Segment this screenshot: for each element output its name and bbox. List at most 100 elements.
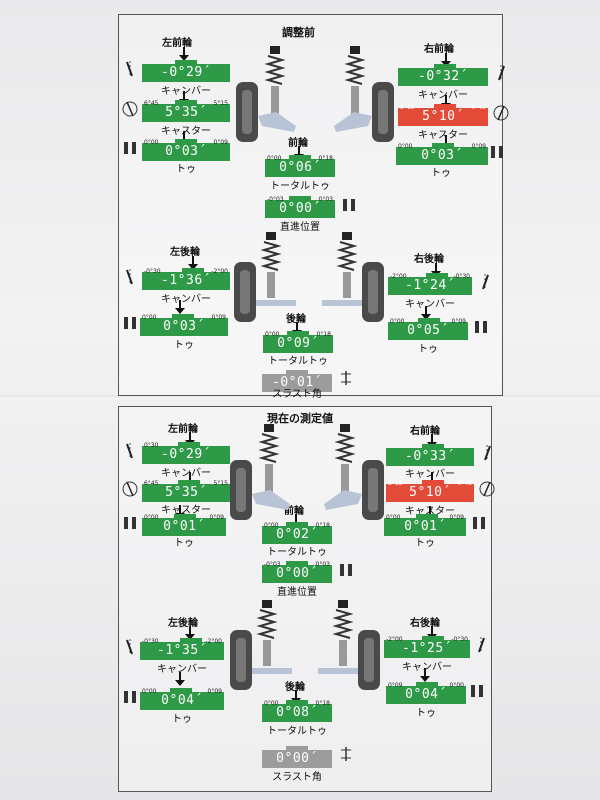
straight-min: -0°03: [264, 561, 281, 568]
front-total-min: 0°00: [264, 522, 279, 529]
toe-icon: [473, 517, 485, 529]
thrust-angle-caption: スラスト角: [272, 772, 322, 783]
front-right-caster-value: 5°10´: [409, 485, 451, 500]
rear-left-toe-value: 0°03´: [163, 319, 205, 334]
toe-icon: [124, 142, 136, 154]
thrust-angle-value: 0°00´: [276, 751, 318, 766]
rear-left-camber-min: -0°30: [144, 268, 161, 275]
front-left-caster-gauge: 6°45 5°15 5°35´: [142, 100, 230, 122]
rear-left-wheel-label: 左後輪: [170, 247, 200, 258]
front-left-wheel-label: 左前輪: [168, 424, 198, 435]
rear-left-toe-value: 0°04´: [161, 693, 203, 708]
straight-position-caption: 直進位置: [277, 587, 317, 598]
front-left-suspension-icon: [230, 424, 290, 520]
front-right-toe-value: 0°01´: [404, 519, 446, 534]
front-right-caster-gauge: 5°15 6°45 5°10´: [386, 480, 474, 502]
rear-right-camber-max: -0°30: [453, 273, 470, 280]
rear-right-camber-min: -2°00: [390, 273, 407, 280]
front-left-toe-gauge: 0°00 0°09 0°03´: [142, 139, 230, 161]
thrust-angle-gauge: -0°01´: [262, 370, 332, 392]
front-total-max: 0°18: [318, 155, 333, 162]
rear-right-toe-caption: トゥ: [418, 344, 438, 355]
front-right-toe-gauge: 0°00 0°09 0°01´: [384, 514, 466, 536]
front-left-toe-caption: トゥ: [174, 538, 194, 549]
caster-icon: [122, 481, 138, 497]
front-right-wheel-label: 右前輪: [424, 44, 454, 55]
rear-left-toe-caption: トゥ: [172, 714, 192, 725]
rear-right-suspension-icon: [322, 232, 384, 322]
rear-left-camber-caption: キャンバー: [161, 294, 211, 305]
front-total-toe-caption: トータルトゥ: [267, 547, 327, 558]
camber-icon: [126, 269, 133, 285]
rear-left-toe-gauge: 0°00 0°09 0°03´: [140, 314, 228, 336]
front-total-toe-caption: トータルトゥ: [270, 181, 330, 192]
front-left-wheel-label: 左前輪: [162, 38, 192, 49]
front-right-camber-value: -0°32´: [418, 69, 468, 84]
front-total-max: 0°18: [315, 522, 330, 529]
current-measurement-panel: [118, 406, 492, 792]
straight-position-gauge: -0°03 0°03 0°00´: [265, 196, 335, 218]
rear-right-toe-value: 0°05´: [407, 323, 449, 338]
rear-right-toe-min: 0°09: [388, 682, 403, 689]
front-right-toe-max: 0°09: [449, 514, 464, 521]
rear-right-camber-gauge: -2°00 -0°30 -1°25´: [384, 636, 470, 658]
rear-right-toe-gauge: 0°09 0°00 0°04´: [386, 682, 466, 704]
straight-max: 0°03: [315, 561, 330, 568]
rear-right-wheel-label: 右後輪: [410, 618, 440, 629]
straight-position-value: 0°00´: [276, 566, 318, 581]
rear-right-toe-gauge: 0°00 0°09 0°05´: [388, 318, 468, 340]
camber-icon: [484, 445, 491, 461]
front-right-wheel-label: 右前輪: [410, 426, 440, 437]
front-right-camber-caption: キャンバー: [418, 90, 468, 101]
front-right-toe-min: 0°00: [386, 514, 401, 521]
toe-icon: [124, 517, 136, 529]
front-left-toe-min: 0°00: [144, 139, 159, 146]
front-right-caster-max: 6°45: [471, 104, 486, 111]
front-left-toe-value: 0°03´: [165, 144, 207, 159]
rear-right-camber-value: -1°25´: [402, 641, 452, 656]
front-right-caster-min: 5°15: [400, 104, 415, 111]
toe-icon: [340, 564, 352, 576]
camber-icon: [478, 637, 485, 653]
front-left-camber-gauge: -0°29´: [142, 60, 230, 82]
front-left-toe-max: 0°09: [209, 514, 224, 521]
rear-total-toe-gauge: 0°00 0°18 0°09´: [263, 331, 333, 353]
front-right-toe-caption: トゥ: [415, 538, 435, 549]
toe-icon: [124, 691, 136, 703]
rear-left-camber-value: -1°35´: [157, 643, 207, 658]
front-left-caster-min: 6°45: [144, 480, 159, 487]
straight-position-gauge: -0°03 0°03 0°00´: [262, 561, 332, 583]
rear-total-toe-caption: トータルトゥ: [268, 356, 328, 367]
straight-position-caption: 直進位置: [280, 222, 320, 233]
front-total-toe-value: 0°06´: [279, 160, 321, 175]
front-total-toe-gauge: 0°00 0°18 0°02´: [262, 522, 332, 544]
front-total-toe-value: 0°02´: [276, 527, 318, 542]
rear-left-toe-gauge: 0°00 0°09 0°04´: [140, 688, 224, 710]
rear-total-min: 0°00: [264, 700, 279, 707]
rear-left-camber-gauge: -0°30 -2°00 -1°35´: [140, 638, 224, 660]
paper-fold: [0, 395, 600, 399]
rear-left-toe-caption: トゥ: [174, 340, 194, 351]
rear-total-label: 後輪: [286, 314, 306, 325]
front-left-caster-caption: キャスター: [161, 505, 211, 516]
front-left-caster-caption: キャスター: [161, 126, 211, 137]
rear-right-camber-min: -2°00: [386, 636, 403, 643]
camber-icon: [126, 61, 133, 77]
toe-icon: [475, 321, 487, 333]
thrust-angle-value: -0°01´: [272, 375, 322, 390]
rear-right-camber-caption: キャンバー: [405, 299, 455, 310]
rear-left-toe-min: 0°00: [142, 314, 157, 321]
rear-left-suspension-icon: [234, 232, 296, 322]
front-left-toe-value: 0°01´: [163, 519, 205, 534]
front-right-toe-caption: トゥ: [431, 168, 451, 179]
rear-left-camber-gauge: -0°30 -2°00 -1°36´: [142, 268, 230, 290]
front-total-label: 前輪: [288, 138, 308, 149]
rear-left-camber-max: -2°00: [205, 638, 222, 645]
front-left-toe-gauge: 0°00 0°09 0°01´: [142, 514, 226, 536]
camber-icon: [482, 274, 489, 290]
front-left-toe-max: 0°09: [213, 139, 228, 146]
caster-icon: [479, 481, 495, 497]
camber-icon: [126, 443, 133, 459]
front-left-camber-min: 0°30: [144, 442, 159, 449]
front-right-camber-gauge: -0°32´: [398, 64, 488, 86]
